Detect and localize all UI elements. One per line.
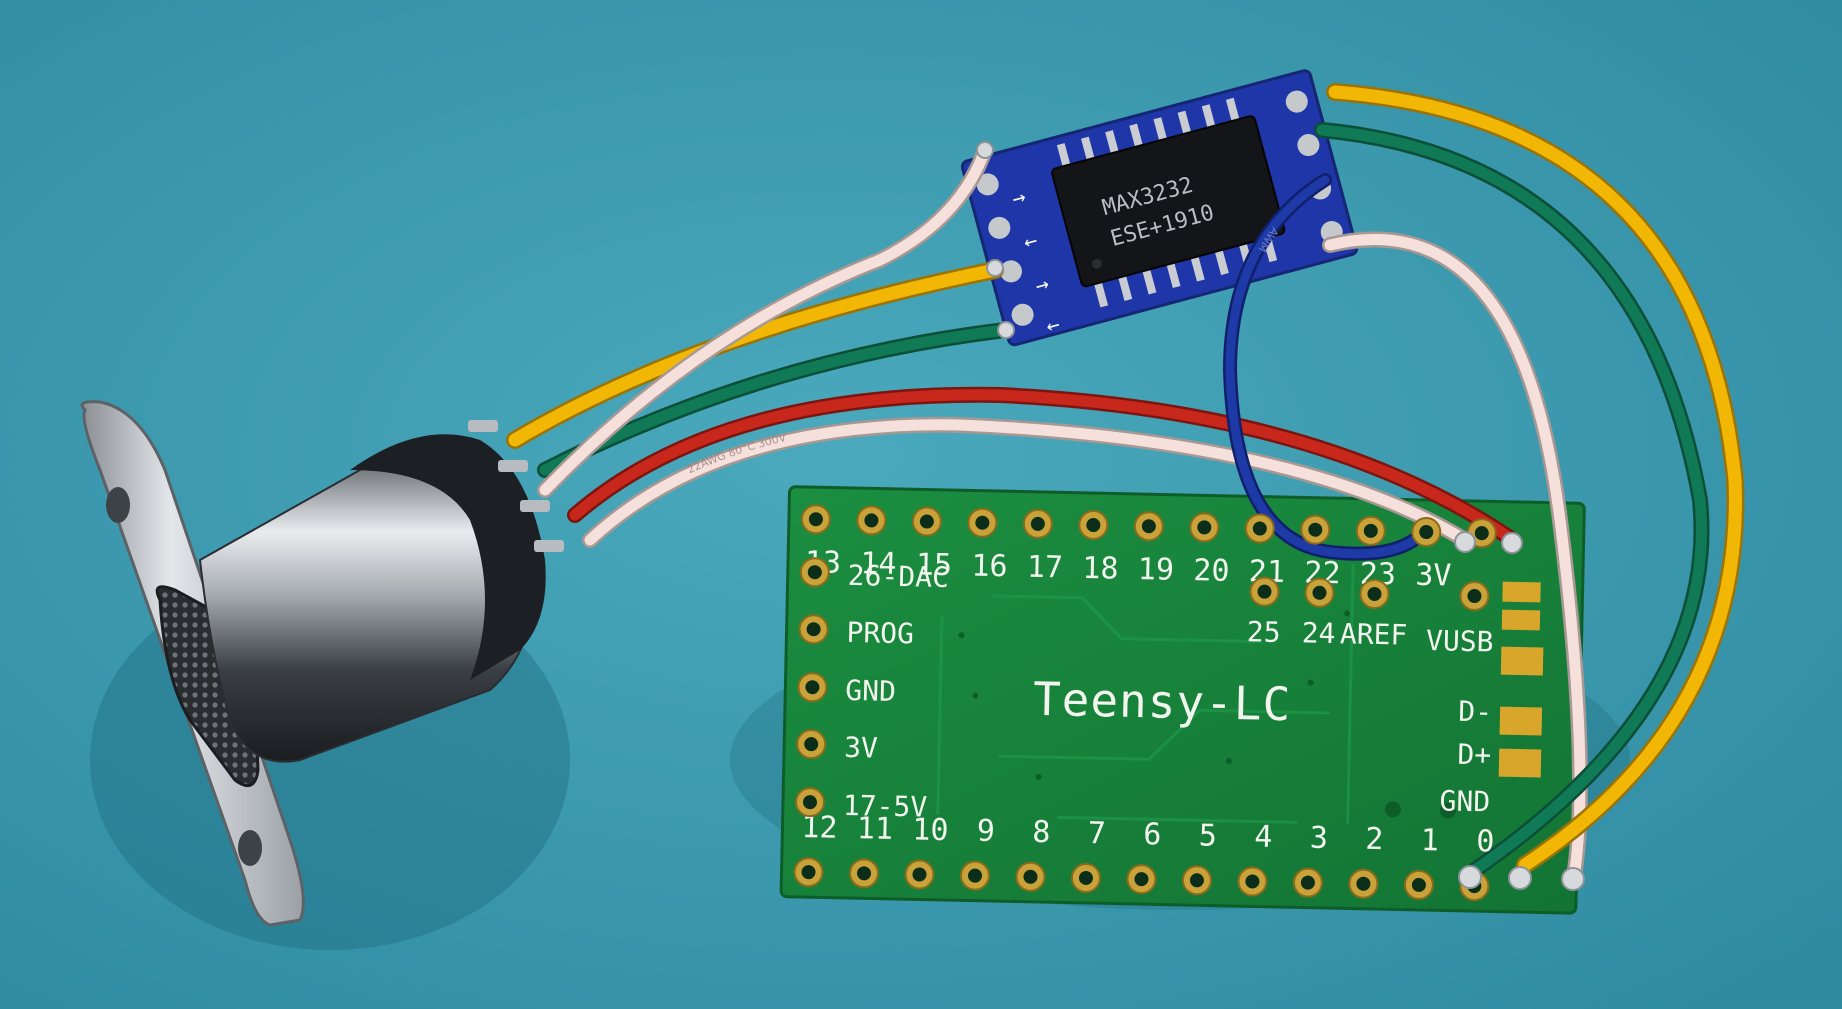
pin-label-left-3v: 3V (844, 731, 879, 765)
pin-pad-top-20 (1189, 512, 1220, 543)
module-pad (1285, 90, 1308, 113)
pin-label-bottom-5: 5 (1198, 818, 1217, 853)
solder-joints (976, 141, 1585, 891)
pin-label-inner-24: 24 (1301, 616, 1335, 650)
pin-pad-bottom-6 (1126, 864, 1157, 895)
pin-pad-inner-25 (1249, 576, 1280, 607)
flange-hole-top (106, 487, 130, 523)
pin-pad-bottom-1 (1403, 869, 1434, 900)
pin-pad-vusb (1459, 581, 1490, 612)
pin-pad-top-21 (1244, 513, 1275, 544)
module-arrow: → (1009, 184, 1028, 212)
pin-pad-bottom-7 (1070, 862, 1101, 893)
pin-pad-top-13 (800, 504, 831, 535)
module-pad (976, 173, 999, 196)
pcb-traces (936, 563, 1355, 824)
solder-cup-3 (520, 500, 550, 512)
pcb-vias (958, 610, 1456, 819)
max3232-chip (1051, 115, 1286, 288)
solder-cup-1 (468, 420, 498, 432)
pin-label-top-20: 20 (1193, 553, 1230, 589)
max3232-module: → ← → ← MAX3232 ESE+1910 (960, 69, 1359, 347)
pin-pad-bottom-11 (849, 858, 880, 889)
chip-legs-top (1056, 97, 1241, 171)
pin-pad-bottom-4 (1237, 866, 1268, 897)
pin-label-bottom-7: 7 (1087, 816, 1106, 851)
pin-pad-bottom-8 (1015, 861, 1046, 892)
pin-pad-left-gnd (797, 672, 828, 703)
pin-label-top-16: 16 (971, 548, 1008, 584)
solder-cup-4 (534, 540, 564, 552)
chip-pin1-dot (1091, 258, 1102, 269)
module-arrow: ← (1043, 312, 1062, 340)
pin-pad-top-14 (856, 505, 887, 536)
module-arrow: → (1033, 271, 1052, 299)
pin-pad-top-3V (1411, 517, 1442, 548)
board-name-label: Teensy-LC (1033, 672, 1292, 731)
pin-label-bottom-3: 3 (1309, 821, 1328, 856)
pin-label-bottom-9: 9 (977, 814, 996, 849)
pin-label-left-26-dac: 26-DAC (847, 559, 949, 594)
solder-cup-2 (498, 460, 528, 472)
pin-label-top-15: 15 (916, 547, 953, 583)
pin-pad-top-15 (911, 506, 942, 537)
module-arrow: ← (1021, 228, 1040, 256)
pin-label-bottom-6: 6 (1143, 817, 1162, 852)
pin-pad-left-26-dac (799, 557, 830, 588)
pin-pad-top-16 (967, 507, 998, 538)
pin-pad-top-17 (1022, 508, 1053, 539)
pin-pad-top-22 (1300, 514, 1331, 545)
pin-label-bottom-0: 0 (1476, 824, 1495, 859)
pin-label-top-19: 19 (1138, 552, 1175, 588)
flange-hole-bottom (238, 830, 262, 866)
connector-back-housing (350, 434, 546, 680)
usb-pads (1498, 581, 1544, 778)
pin-pad-bottom-5 (1181, 865, 1212, 896)
pin-label-top-14: 14 (860, 546, 897, 582)
pin-label-left-gnd: GND (845, 674, 896, 708)
pin-pad-bottom-3 (1292, 867, 1323, 898)
pin-label-bottom-1: 1 (1420, 823, 1439, 858)
pin-label-right-d+: D+ (1457, 738, 1491, 772)
module-pad (1297, 134, 1320, 157)
pin-pad-top-18 (1078, 510, 1109, 541)
pin-label-bottom-8: 8 (1032, 815, 1051, 850)
pin-label-right-d-: D- (1458, 695, 1492, 729)
module-pad (999, 260, 1022, 283)
pin-pad-inner-24 (1304, 577, 1335, 608)
pin-pad-top-23 (1355, 515, 1386, 546)
pin-pad-bottom-2 (1348, 868, 1379, 899)
pin-label-inner-25: 25 (1246, 615, 1280, 649)
module-pad (1011, 303, 1034, 326)
pin-label-left-prog: PROG (846, 616, 914, 650)
pin-pad-bottom-9 (959, 860, 990, 891)
pin-pad-left-prog (798, 614, 829, 645)
pin-label-bottom-10: 10 (912, 812, 949, 848)
pin-label-top-3V: 3V (1415, 558, 1452, 594)
pin-label-left-17-5v: 17-5V (843, 789, 928, 824)
pin-label-inner-aref: AREF (1340, 617, 1408, 651)
pin-label-bottom-4: 4 (1254, 819, 1273, 854)
pin-label-right-vusb: VUSB (1426, 624, 1494, 658)
pin-label-top-18: 18 (1082, 551, 1119, 587)
db9-connector (80, 400, 564, 927)
pin-pad-bottom-10 (904, 859, 935, 890)
pin-pad-left-17-5v (794, 787, 825, 818)
module-pad (988, 216, 1011, 239)
pin-pad-top-19 (1133, 511, 1164, 542)
pin-pad-left-3v (796, 729, 827, 760)
chip-legs-bottom (1093, 234, 1278, 308)
pin-label-right-gnd: GND (1439, 784, 1490, 818)
pin-pad-bottom-12 (793, 857, 824, 888)
pin-pad-inner-aref (1359, 578, 1390, 609)
pin-label-bottom-2: 2 (1365, 822, 1384, 857)
wires (506, 83, 1745, 878)
pin-label-bottom-11: 11 (857, 811, 894, 847)
pin-label-top-17: 17 (1027, 550, 1064, 586)
